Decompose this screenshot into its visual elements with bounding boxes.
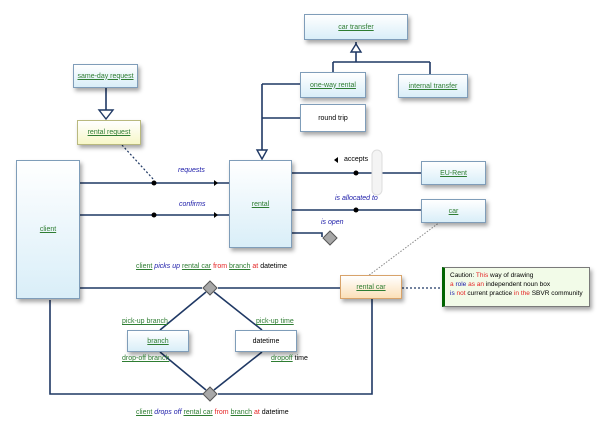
dropoff-time-label: dropoff time: [271, 355, 308, 362]
datetime-box[interactable]: datetime: [235, 330, 297, 352]
fact-dot: [151, 180, 157, 186]
car-box[interactable]: car: [421, 199, 486, 223]
note-line-3: is not current practice in the SBVR comm…: [450, 290, 583, 297]
rental-term: rental: [251, 200, 270, 208]
fact-term-datetime: datetime: [260, 263, 288, 270]
fact-line-dropoff: [218, 299, 373, 395]
one-way-rental-term: one-way rental: [310, 81, 356, 89]
confirms-label: confirms: [179, 201, 206, 208]
fact-dot: [353, 207, 359, 213]
generalization-arrowhead: [255, 149, 269, 161]
round-trip-box[interactable]: round trip: [300, 104, 366, 132]
time-word: time: [294, 355, 308, 362]
fact-term-rental-car: rental car: [183, 409, 213, 416]
rental-car-term: rental car: [356, 283, 386, 291]
fact-keyword-at: at: [253, 409, 260, 416]
fact-line-dropoff-time: [213, 351, 263, 391]
caution-note: Caution: This way of drawing a role as a…: [442, 267, 590, 307]
datetime-term: datetime: [252, 337, 280, 345]
car-term: car: [448, 207, 459, 215]
fact-line-dropoff: [49, 300, 206, 395]
car-transfer-term: car transfer: [338, 23, 374, 31]
internal-transfer-term: internal transfer: [408, 82, 458, 90]
reading-direction-arrow: [334, 157, 338, 163]
internal-transfer-box[interactable]: internal transfer: [398, 74, 468, 98]
accepts-label: accepts: [344, 156, 369, 163]
branch-box[interactable]: branch: [127, 330, 189, 352]
car-transfer-box[interactable]: car transfer: [304, 14, 408, 40]
fact-line-is-open: [292, 232, 323, 237]
fact-line-pickup-branch: [159, 291, 207, 331]
pick-up-branch-label: pick-up branch: [122, 318, 168, 325]
pickup-diamond: [202, 280, 218, 296]
one-way-rental-box[interactable]: one-way rental: [300, 72, 366, 98]
fact-verb-picks-up: picks up: [154, 263, 180, 270]
is-allocated-to-label: is allocated to: [335, 195, 378, 202]
requests-label: requests: [178, 167, 205, 174]
round-trip-term: round trip: [318, 114, 348, 122]
dropoff-fact-text: client drops off rental car from branch …: [136, 409, 289, 416]
fact-line-pickup-time: [213, 291, 263, 331]
fact-keyword-from: from: [214, 409, 229, 416]
rental-box[interactable]: rental: [229, 160, 292, 248]
fact-term-datetime: datetime: [261, 409, 289, 416]
fact-keyword-from: from: [213, 263, 228, 270]
note-line-2: a role as an independent noun box: [450, 281, 551, 288]
is-open-label: is open: [321, 219, 344, 226]
eu-rent-box[interactable]: EU-Rent: [421, 161, 486, 185]
branch-term: branch: [147, 337, 169, 345]
rental-request-term: rental request: [87, 129, 131, 136]
fact-term-rental-car: rental car: [181, 263, 212, 270]
fact-term-client: client: [136, 263, 153, 270]
drop-off-branch-label: drop-off branch: [122, 355, 170, 362]
fact-term-client: client: [136, 409, 153, 416]
fact-dot: [353, 170, 359, 176]
fact-keyword-at: at: [252, 263, 259, 270]
dropoff-term: dropoff: [271, 355, 293, 362]
drag-handle[interactable]: [371, 149, 383, 196]
dropoff-diamond: [202, 386, 218, 402]
objectification-dotted-line: [121, 144, 155, 181]
fact-line-dropoff-branch: [159, 351, 207, 391]
pick-up-time-label: pick-up time: [256, 318, 294, 325]
fact-dot: [151, 212, 157, 218]
reading-direction-arrow: [214, 212, 218, 218]
note-line-1: Caution: This way of drawing: [450, 272, 534, 279]
is-open-diamond: [322, 230, 338, 246]
client-box[interactable]: client: [16, 160, 80, 299]
fact-term-branch: branch: [230, 409, 252, 416]
rental-car-box[interactable]: rental car: [340, 275, 402, 299]
role-dotted-line: [367, 221, 441, 277]
eu-rent-term: EU-Rent: [440, 169, 467, 177]
fact-term-branch: branch: [229, 263, 251, 270]
rental-request-box[interactable]: rental request: [77, 120, 141, 145]
client-term: client: [39, 226, 57, 233]
same-day-request-term: same-day request: [77, 72, 134, 80]
reading-direction-arrow: [214, 180, 218, 186]
pickup-fact-text: client picks up rental car from branch a…: [136, 263, 287, 270]
generalization-arrowhead: [349, 42, 363, 53]
generalization-arrowhead: [97, 109, 115, 121]
fact-verb-drops-off: drops off: [154, 409, 182, 416]
same-day-request-box[interactable]: same-day request: [73, 64, 138, 88]
